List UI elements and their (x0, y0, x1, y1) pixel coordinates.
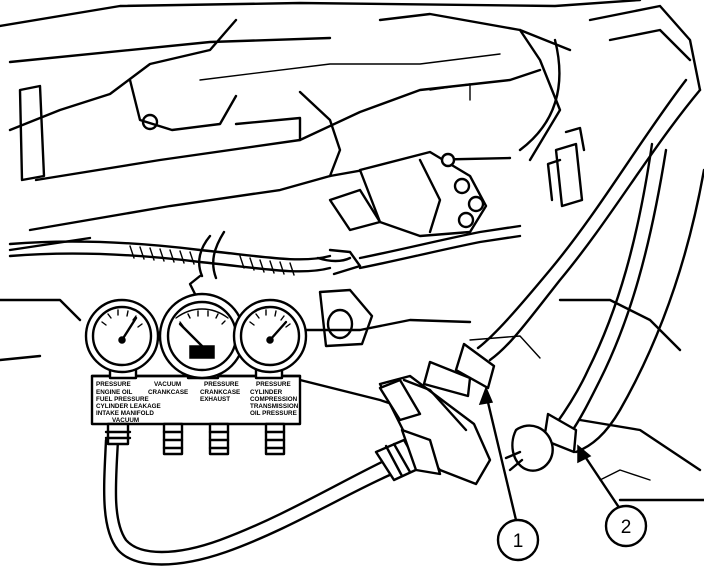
distributor-assembly (328, 150, 488, 238)
gauge-hose (102, 428, 442, 566)
column-header: PRESSURE (96, 381, 131, 388)
pressure-gauge-right (232, 298, 308, 380)
panel-cell: FUEL PRESSURE (96, 396, 149, 403)
column-header: PRESSURE (256, 381, 291, 388)
callout-2: 2 (577, 444, 648, 548)
panel-cell: CRANKCASE (148, 389, 188, 396)
panel-cell: OIL PRESSURE (250, 410, 297, 417)
panel-cell: EXHAUST (200, 396, 230, 403)
callout-number-2: 2 (621, 517, 632, 538)
callout-1: 1 (478, 385, 540, 562)
vacuum-gauge-center (158, 292, 246, 380)
gauge-set (84, 292, 308, 456)
panel-cell: ENGINE OIL (96, 389, 133, 396)
column-header: VACUUM (154, 381, 181, 388)
callout-number-1: 1 (513, 531, 524, 552)
hose-1 (378, 78, 702, 486)
column-header: PRESSURE (204, 381, 239, 388)
panel-cell: COMPRESSION (250, 396, 298, 403)
pressure-gauge-left (84, 298, 160, 380)
panel-cell: VACUUM (112, 417, 139, 424)
panel-cell: CRANKCASE (200, 389, 240, 396)
panel-cell: INTAKE MANIFOLD (96, 410, 154, 417)
hose-2 (504, 142, 704, 472)
gauge-panel-labels: PRESSURE VACUUM PRESSURE PRESSURE ENGINE… (96, 381, 299, 424)
panel-cell: TRANSMISSION (250, 403, 299, 410)
manifold-fittings (104, 422, 286, 456)
panel-cell: CYLINDER (250, 389, 283, 396)
engine-bay-background (0, 0, 704, 502)
wiring-harness (8, 224, 522, 298)
panel-cell: CYLINDER LEAKAGE (96, 403, 161, 410)
sensor-bracket (546, 126, 586, 208)
